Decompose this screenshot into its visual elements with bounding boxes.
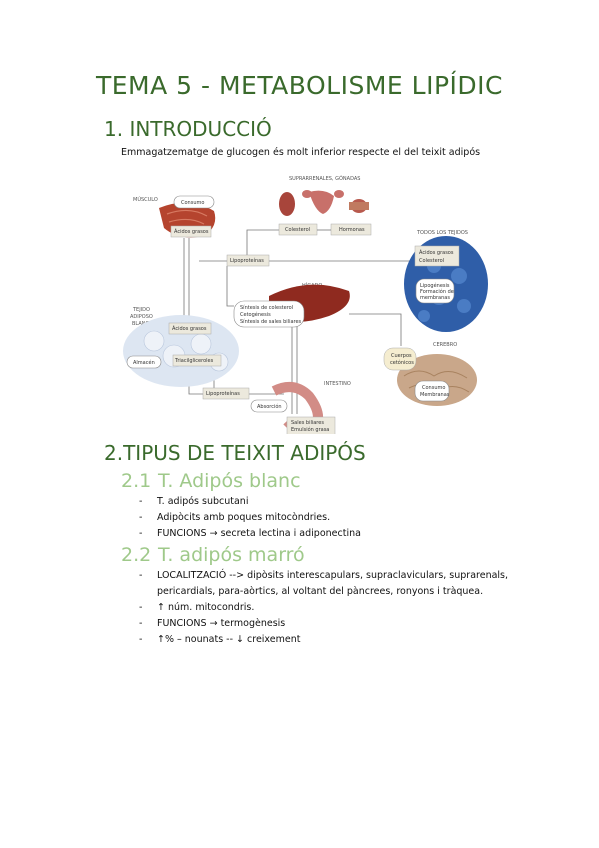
label-sales-biliares: Sales biliares (291, 420, 324, 426)
sintesis-box (233, 300, 305, 328)
label-todos-tejidos: TODOS LOS TEJIDOS (416, 230, 468, 236)
section-introduccio-heading: 1. INTRODUCCIÓ (104, 117, 272, 141)
label-acidos-grasos-tejidos: Ácidos grasos (419, 249, 454, 256)
consumo-box (173, 195, 215, 209)
hormonas-box (330, 223, 372, 236)
lipoproteinas-top-box (226, 254, 270, 267)
label-cuerpos: Cuerpos (391, 353, 412, 359)
label-hormonas: Hormonas (339, 227, 365, 233)
subsection-marro-number: 2.2 (121, 544, 152, 566)
lipid-metabolism-diagram: MÚSCULO Consumo Ácidos grasos SUPRARRENA… (119, 166, 489, 436)
list-item: ↑% – nounats -- ↓ creixement (139, 632, 508, 648)
list-item: LOCALITZACIÓ --> dipòsits interescapular… (139, 568, 508, 584)
label-lipogenesis: Lipogénesis (420, 282, 450, 289)
lipoprotein-liver-line (226, 266, 234, 307)
cuerpos-cetonicos-box (383, 347, 417, 371)
label-acidos-grasos-adiposo: Ácidos grasos (172, 325, 207, 332)
absorcion-box (250, 399, 288, 413)
label-triacilgliceroles: Triacilgliceroles (174, 358, 214, 364)
label-consumo-cerebro: Consumo (422, 385, 445, 391)
label-almacen: Almacén (133, 359, 155, 366)
label-consumo: Consumo (181, 200, 204, 206)
list-item: ↑ núm. mitocondris. (139, 600, 508, 616)
list-item: FUNCIONS → termogènesis (139, 616, 508, 632)
intro-text: Emmagatzematge de glucogen és molt infer… (121, 147, 481, 158)
marro-list: LOCALITZACIÓ --> dipòsits interescapular… (139, 568, 508, 648)
label-sintesis-colesterol: Síntesis de colesterol (240, 304, 293, 311)
list-item: T. adipós subcutani (139, 494, 361, 510)
subsection-blanc-title: T. Adipós blanc (158, 470, 301, 492)
label-membranas: membranas (420, 295, 450, 301)
diagram-svg: MÚSCULO Consumo Ácidos grasos SUPRARRENA… (123, 175, 488, 436)
label-suprarrenales: SUPRARRENALES, GÓNADAS (289, 175, 360, 182)
label-emulsion-grasa: Emulsión grasa (291, 426, 329, 433)
label-cetonicos: cetónicos (390, 359, 414, 366)
label-adiposo: ADIPOSO (130, 314, 153, 320)
section-tipus-heading: 2.TIPUS DE TEIXIT ADIPÓS (104, 441, 366, 465)
acidos-grasos-musculo-box (170, 225, 212, 238)
blanc-list: T. adipós subcutani Adipòcits amb poques… (139, 494, 361, 542)
label-absorcion: Absorción (257, 403, 282, 410)
subsection-blanc-heading: 2.1 T. Adipós blanc (121, 470, 301, 492)
almacen-box (126, 355, 162, 369)
acidos-colesterol-box (414, 245, 460, 267)
label-intestino: INTESTINO (324, 381, 351, 387)
lipoproteinas-bottom-box (202, 387, 250, 400)
label-colesterol: Colesterol (285, 227, 310, 233)
subsection-marro-title: T. adipós marró (158, 544, 305, 566)
organs-icon (279, 190, 369, 216)
list-item: FUNCIONS → secreta lectina i adiponectin… (139, 526, 361, 542)
colesterol-box (278, 223, 318, 236)
list-item: Adipòcits amb poques mitocòndries. (139, 510, 361, 526)
liver-brain-line (349, 313, 402, 346)
list-item-continuation: pericardials, para-aòrtics, al voltant d… (157, 586, 484, 597)
label-lipoproteinas-bottom: Lipoproteínas (206, 390, 240, 397)
lipogenesis-box (415, 278, 455, 304)
label-cerebro: CEREBRO (433, 342, 457, 348)
vertical-left-line (188, 238, 209, 395)
page-title: TEMA 5 - METABOLISME LIPÍDIC (95, 71, 503, 100)
label-tejido: TEJIDO (132, 307, 150, 313)
subsection-marro-heading: 2.2 T. adipós marró (121, 544, 305, 566)
label-membranas-cerebro: Membranas (420, 392, 450, 398)
label-formacion: Formación de (420, 288, 454, 295)
subsection-blanc-number: 2.1 (121, 470, 152, 492)
label-acidos-grasos-musculo: Ácidos grasos (174, 228, 209, 235)
label-blanco: BLANCO (132, 321, 153, 327)
consumo-membranas-box (414, 380, 450, 402)
label-lipoproteinas-top: Lipoproteínas (230, 257, 264, 264)
label-sales-biliares-sintesis: Síntesis de sales biliares (240, 318, 302, 325)
label-cetogenesis: Cetogénesis (240, 311, 271, 318)
acidos-grasos-adiposo-box (168, 322, 212, 335)
to-colesterol-line (246, 229, 279, 261)
label-colesterol-tejidos: Colesterol (419, 258, 444, 264)
triacilgliceroles-box (172, 354, 222, 367)
label-musculo: MÚSCULO (133, 196, 158, 203)
